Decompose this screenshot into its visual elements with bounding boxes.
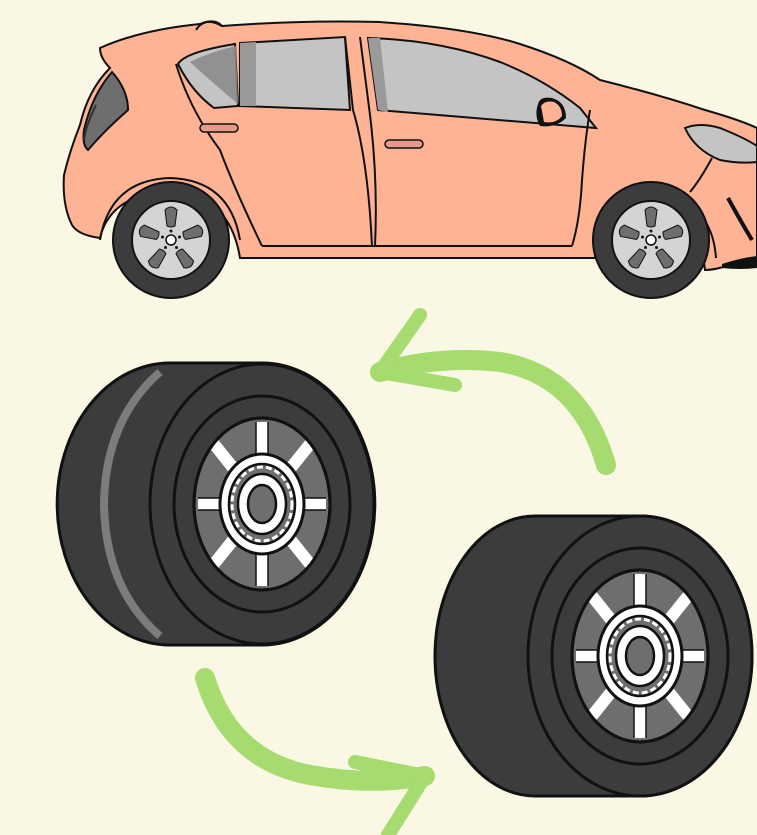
car-front-wheel bbox=[593, 182, 709, 298]
tire-rear bbox=[435, 516, 752, 796]
rear-door-window bbox=[240, 37, 350, 110]
rear-door-handle bbox=[200, 124, 238, 132]
car-rear-wheel bbox=[113, 182, 229, 298]
tire-front bbox=[57, 363, 375, 645]
front-door-handle bbox=[385, 140, 423, 148]
tire-icon bbox=[57, 363, 375, 645]
tire-icon bbox=[435, 516, 752, 796]
